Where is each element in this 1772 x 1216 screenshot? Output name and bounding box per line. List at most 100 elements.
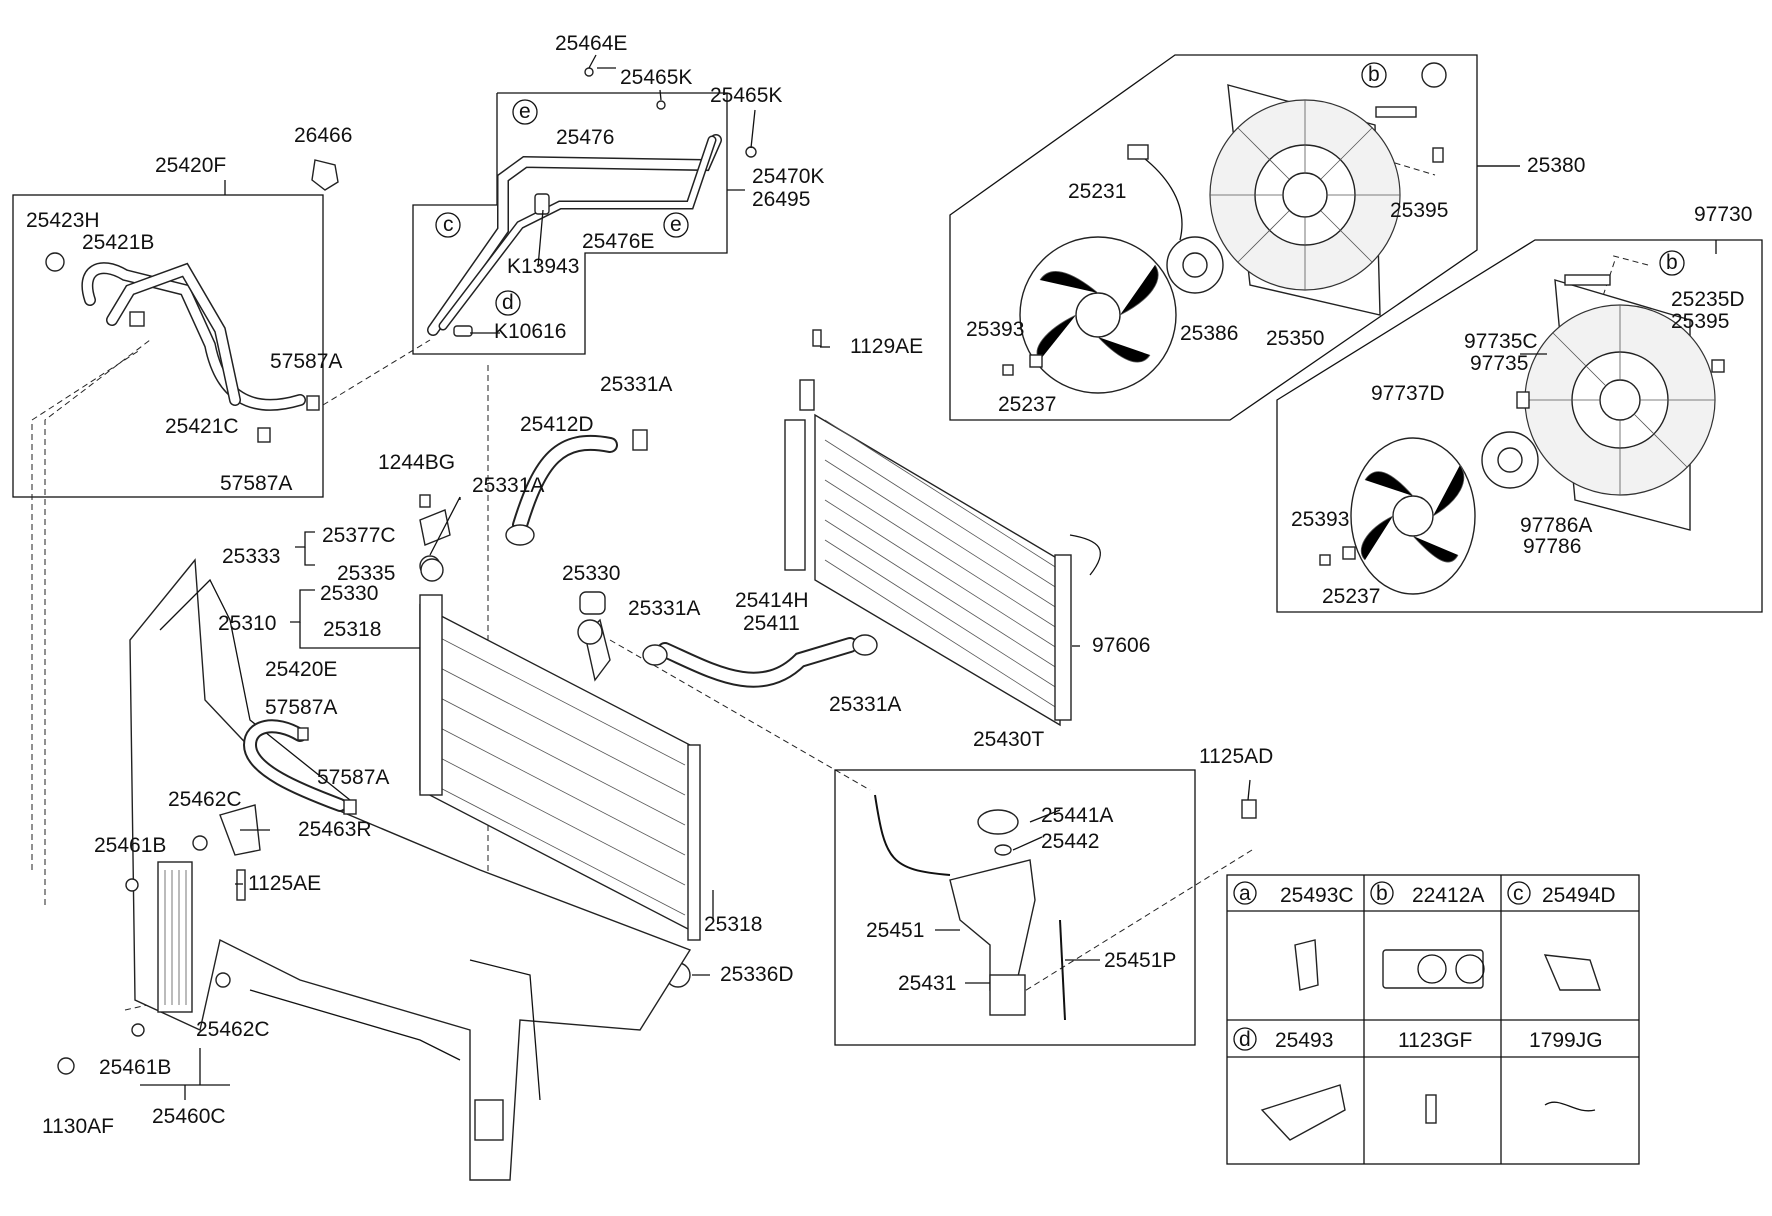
part-label: 25464E xyxy=(555,32,627,55)
part-label: 57587A xyxy=(317,766,389,789)
part-label: 1130AF xyxy=(42,1115,114,1138)
part-label: 25476 xyxy=(556,126,614,149)
part-label: 25237 xyxy=(1322,585,1380,608)
fan-assembly-25380 xyxy=(949,54,1520,421)
part-label: 25333 xyxy=(222,545,280,568)
part-label: 25421C xyxy=(165,415,239,438)
legend-code: 22412A xyxy=(1412,884,1484,907)
part-label: 25393 xyxy=(966,318,1024,341)
part-label: 25431 xyxy=(898,972,956,995)
part-label: 25330 xyxy=(320,582,378,605)
pipe-assembly-25476 xyxy=(412,67,757,355)
part-label: 25476E xyxy=(582,230,654,253)
part-label: 25395 xyxy=(1390,199,1448,222)
part-label: 57587A xyxy=(270,350,342,373)
part-label: 97737D xyxy=(1371,382,1445,405)
part-label: 25335 xyxy=(337,562,395,585)
part-label: 25318 xyxy=(704,913,762,936)
part-label: 25231 xyxy=(1068,180,1126,203)
legend-code: 1123GF xyxy=(1398,1029,1472,1052)
part-label: 26495 xyxy=(752,188,810,211)
carrier-frame xyxy=(129,558,692,1181)
part-label: 25331A xyxy=(628,597,700,620)
oil-cooler-25460C xyxy=(57,719,357,1075)
part-label: 25462C xyxy=(168,788,242,811)
part-label: 25460C xyxy=(152,1105,226,1128)
legend-letter: b xyxy=(1376,882,1388,905)
part-label: 1125AD xyxy=(1199,745,1273,768)
callout-b: b xyxy=(1368,63,1380,86)
part-label: 25430T xyxy=(973,728,1044,751)
part-label: 97735 xyxy=(1470,352,1528,375)
part-label: 57587A xyxy=(265,696,337,719)
legend-letter: c xyxy=(1513,882,1524,905)
part-label: 97606 xyxy=(1092,634,1150,657)
part-label: 26466 xyxy=(294,124,352,147)
part-label: 25442 xyxy=(1041,830,1099,853)
part-label: 25420E xyxy=(265,658,337,681)
legend-code: 1799JG xyxy=(1529,1029,1603,1052)
callout-d: d xyxy=(502,291,514,314)
part-label: 25331A xyxy=(600,373,672,396)
part-label: 25463R xyxy=(298,818,372,841)
part-label: 1125AE xyxy=(248,872,321,895)
part-label: 25380 xyxy=(1527,154,1585,177)
part-label: 25470K xyxy=(752,165,824,188)
part-label: 25336D xyxy=(720,963,794,986)
part-label: 25412D xyxy=(520,413,594,436)
callout-c: c xyxy=(443,213,454,236)
part-label: 25318 xyxy=(323,618,381,641)
part-labels: 25464E 25465K 25465K 26466 25476 25470K … xyxy=(26,32,1752,1138)
part-label: K13943 xyxy=(507,255,579,278)
part-label: 25462C xyxy=(196,1018,270,1041)
part-label: 25395 xyxy=(1671,310,1729,333)
part-label: 25423H xyxy=(26,209,100,232)
condenser-97606 xyxy=(784,329,1102,727)
part-label: 25465K xyxy=(620,66,692,89)
part-label: 25331A xyxy=(472,474,544,497)
radiator-25310 xyxy=(419,555,701,988)
leader-lines xyxy=(140,54,1717,1100)
part-label: 25377C xyxy=(322,524,396,547)
callout-circles xyxy=(435,62,1685,316)
callout-letters: b b c d e e xyxy=(443,63,1678,314)
callout-e: e xyxy=(519,100,531,123)
radiator-hoses xyxy=(419,429,878,688)
part-label: 25310 xyxy=(218,612,276,635)
part-label: 25451P xyxy=(1104,949,1176,972)
part-label: 25420F xyxy=(155,154,226,177)
part-label: 25411 xyxy=(743,612,800,635)
legend-code: 25494D xyxy=(1542,884,1616,907)
part-label: 25461B xyxy=(99,1056,171,1079)
legend-letter: a xyxy=(1239,882,1251,905)
part-label: 25451 xyxy=(866,919,924,942)
part-label: 25386 xyxy=(1180,322,1238,345)
legend-letter: d xyxy=(1239,1028,1251,1051)
part-label: 25237 xyxy=(998,393,1056,416)
part-label: 1244BG xyxy=(378,451,455,474)
part-label: 25331A xyxy=(829,693,901,716)
part-label: K10616 xyxy=(494,320,566,343)
part-label: 25441A xyxy=(1041,804,1113,827)
callout-e: e xyxy=(670,213,682,236)
part-label: 97786 xyxy=(1523,535,1581,558)
legend-table xyxy=(1226,874,1640,1165)
part-label: 97730 xyxy=(1694,203,1752,226)
part-label: 25235D xyxy=(1671,288,1745,311)
part-label: 25414H xyxy=(735,589,809,612)
part-label: 25465K xyxy=(710,84,782,107)
part-label: 25421B xyxy=(82,231,154,254)
part-label: 57587A xyxy=(220,472,292,495)
reservoir-group-25430T xyxy=(834,769,1257,1046)
part-label: 1129AE xyxy=(850,335,923,358)
fan-assembly-97730 xyxy=(1276,239,1763,613)
part-label: 97735C xyxy=(1464,330,1538,353)
callout-b: b xyxy=(1666,251,1678,274)
legend-code: 25493C xyxy=(1280,884,1354,907)
hose-group-25420F xyxy=(12,159,339,498)
legend-code: 25493 xyxy=(1275,1029,1333,1052)
part-label: 25393 xyxy=(1291,508,1349,531)
part-label: 25350 xyxy=(1266,327,1324,350)
